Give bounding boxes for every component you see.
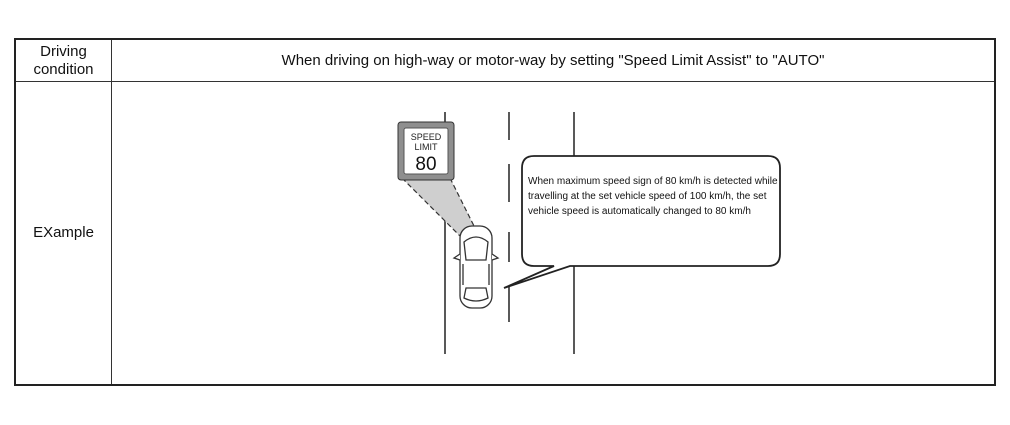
- detection-cone: [402, 178, 482, 244]
- car-icon: [452, 225, 500, 309]
- sign-speed-value: 80: [415, 154, 436, 175]
- header-driving-condition: Driving condition: [33, 42, 94, 78]
- callout-text-line-1: When maximum speed sign of 80 km/h is de…: [528, 176, 778, 187]
- callout-text-line-3: vehicle speed is automatically changed t…: [528, 206, 751, 217]
- table-column-divider: [111, 40, 112, 384]
- sign-speed-text: SPEED: [411, 132, 442, 142]
- table-row-divider: [16, 81, 994, 82]
- callout-text-line-2: travelling at the set vehicle speed of 1…: [528, 191, 767, 202]
- row-label-example: EXample: [33, 224, 94, 241]
- road-illustration: SPEED LIMIT 80 When maximum speed sign o…: [397, 112, 781, 354]
- callout-bubble: [503, 155, 781, 289]
- sign-limit-text: LIMIT: [414, 142, 438, 152]
- condition-table: Driving condition When driving on high-w…: [14, 38, 996, 386]
- example-illustration-cell: SPEED LIMIT 80 When maximum speed sign o…: [112, 82, 994, 384]
- header-description: When driving on high-way or motor-way by…: [281, 51, 825, 69]
- speed-limit-sign: SPEED LIMIT 80: [397, 121, 455, 181]
